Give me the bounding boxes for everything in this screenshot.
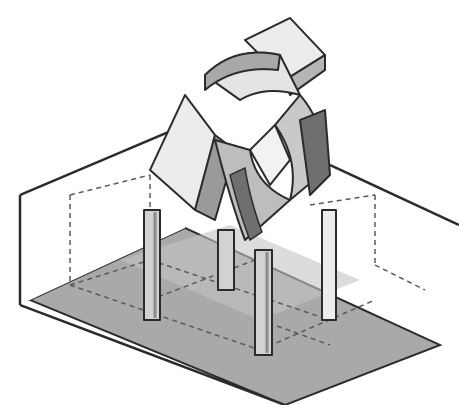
post-left [144,210,160,320]
post-front [255,250,272,355]
dashed-edge-5 [310,195,375,205]
dashed-edge-7 [375,265,425,290]
post-right [322,210,336,320]
box-right-wall-top-edge [330,165,459,225]
post-back [218,230,234,290]
